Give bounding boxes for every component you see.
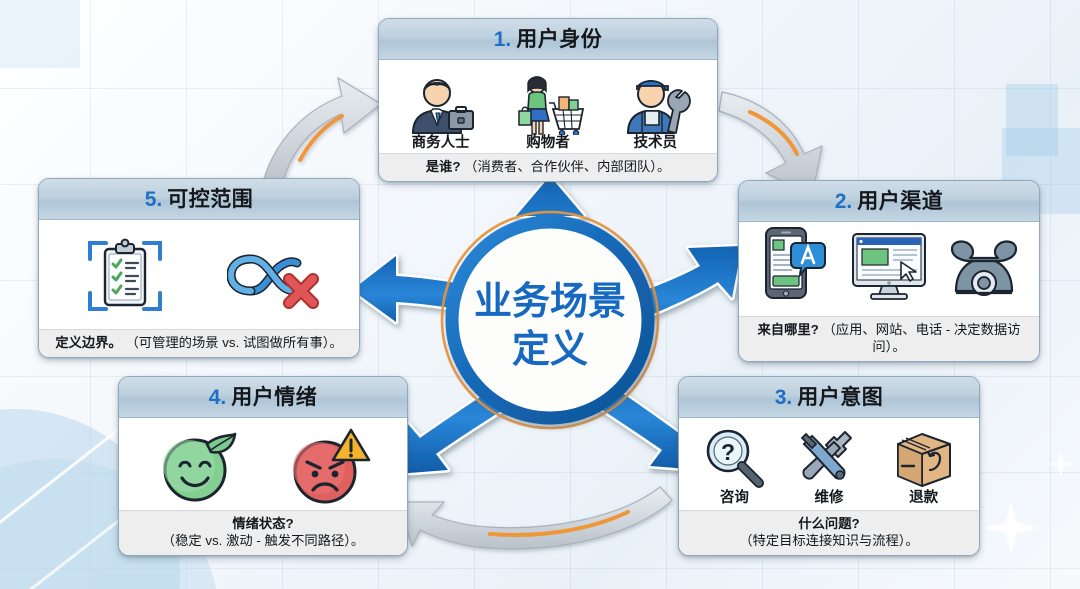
card-footer: 什么问题? （特定目标连接知识与流程）。 (679, 509, 979, 555)
infinity-cross-icon (226, 236, 319, 316)
card-controllable-scope[interactable]: 5. 可控范围 (38, 178, 360, 358)
card-footer-text: （稳定 vs. 激动 - 触发不同路径）。 (161, 533, 365, 549)
card-title: 用户身份 (516, 27, 603, 51)
card-footer-lead: 情绪状态? (232, 515, 294, 531)
magnifier-question-icon: ? (701, 428, 767, 490)
hub-title-line1: 业务场景 (474, 281, 626, 323)
website-monitor-icon (849, 232, 929, 301)
card-number: 5. (144, 187, 163, 211)
svg-text:?: ? (721, 439, 735, 465)
card-footer: 定义边界。 （可管理的场景 vs. 试图做所有事）。 (39, 329, 359, 357)
angry-face-warning-icon (287, 425, 371, 505)
card-footer-text: （消费者、合作伙伴、内部团队）。 (464, 159, 671, 175)
card-user-intent[interactable]: 3. 用户意图 ? 咨询 (678, 376, 980, 556)
technician-icon (618, 73, 692, 135)
card-header: 2. 用户渠道 (739, 181, 1039, 222)
icon-item (937, 239, 1031, 301)
card-number: 3. (774, 385, 793, 409)
icon-label: 退款 (909, 489, 939, 506)
card-footer-text: （特定目标连接知识与流程）。 (739, 533, 919, 549)
card-title: 用户意图 (797, 385, 884, 409)
card-footer-lead: 什么问题? (798, 515, 860, 531)
icon-label: 维修 (814, 489, 844, 506)
icon-item (842, 232, 936, 301)
shopper-icon (509, 73, 587, 135)
hub-title-line2: 定义 (512, 329, 588, 371)
card-user-channel[interactable]: 2. 用户渠道 (738, 180, 1040, 362)
card-icon-row (739, 222, 1039, 316)
icon-item (267, 425, 392, 505)
card-icon-row: 商务人士 (379, 60, 717, 154)
card-footer-lead: 定义边界。 (55, 335, 122, 351)
card-user-identity[interactable]: 1. 用户身份 商务人士 (378, 18, 718, 182)
icon-label: 购物者 (526, 134, 570, 151)
card-icon-row (39, 220, 359, 330)
icon-label: 咨询 (719, 489, 749, 506)
hub-circle (445, 215, 655, 425)
checklist-scan-icon (84, 236, 166, 316)
icon-item: 购物者 (495, 73, 601, 152)
icon-item: 技术员 (602, 73, 708, 152)
wrench-screwdriver-icon (796, 428, 862, 490)
mobile-app-icon (762, 226, 827, 301)
card-icon-row: ? 咨询 维修 (679, 418, 979, 510)
card-title: 用户渠道 (857, 189, 944, 213)
icon-item: ? 咨询 (687, 428, 781, 507)
icon-item: 维修 (782, 428, 876, 507)
hub-orange-ring (440, 210, 660, 430)
card-number: 4. (208, 385, 227, 409)
card-header: 4. 用户情绪 (119, 377, 407, 418)
card-number: 1. (493, 27, 512, 51)
card-header: 1. 用户身份 (379, 19, 717, 60)
icon-item (747, 226, 841, 301)
card-icon-row (119, 418, 407, 510)
businessman-icon (405, 73, 477, 135)
card-footer: 是谁? （消费者、合作伙伴、内部团队）。 (379, 153, 717, 181)
card-footer: 来自哪里? （应用、网站、电话 - 决定数据访问）。 (739, 315, 1039, 361)
icon-label: 商务人士 (411, 134, 470, 151)
card-footer: 情绪状态? （稳定 vs. 激动 - 触发不同路径）。 (119, 509, 407, 555)
card-title: 用户情绪 (231, 385, 318, 409)
icon-item (55, 236, 195, 316)
card-number: 2. (834, 189, 853, 213)
icon-item: 商务人士 (388, 73, 494, 152)
background-rect-decoration (1006, 84, 1058, 156)
icon-item: 退款 (877, 428, 971, 507)
card-footer-text: （可管理的场景 vs. 试图做所有事）。 (125, 335, 343, 351)
card-user-emotion[interactable]: 4. 用户情绪 (118, 376, 408, 556)
card-header: 5. 可控范围 (39, 179, 359, 220)
telephone-icon (946, 239, 1022, 301)
happy-face-icon (155, 425, 239, 505)
background-rect-decoration-3 (0, 0, 80, 68)
card-footer-text: （应用、网站、电话 - 决定数据访问）。 (822, 321, 1021, 355)
icon-item (134, 425, 259, 505)
card-footer-lead: 是谁? (425, 159, 461, 175)
card-footer-lead: 来自哪里? (757, 321, 819, 337)
card-header: 3. 用户意图 (679, 377, 979, 418)
return-box-icon (892, 428, 956, 490)
icon-label: 技术员 (633, 134, 678, 151)
card-title: 可控范围 (167, 187, 254, 211)
icon-item (203, 236, 343, 316)
